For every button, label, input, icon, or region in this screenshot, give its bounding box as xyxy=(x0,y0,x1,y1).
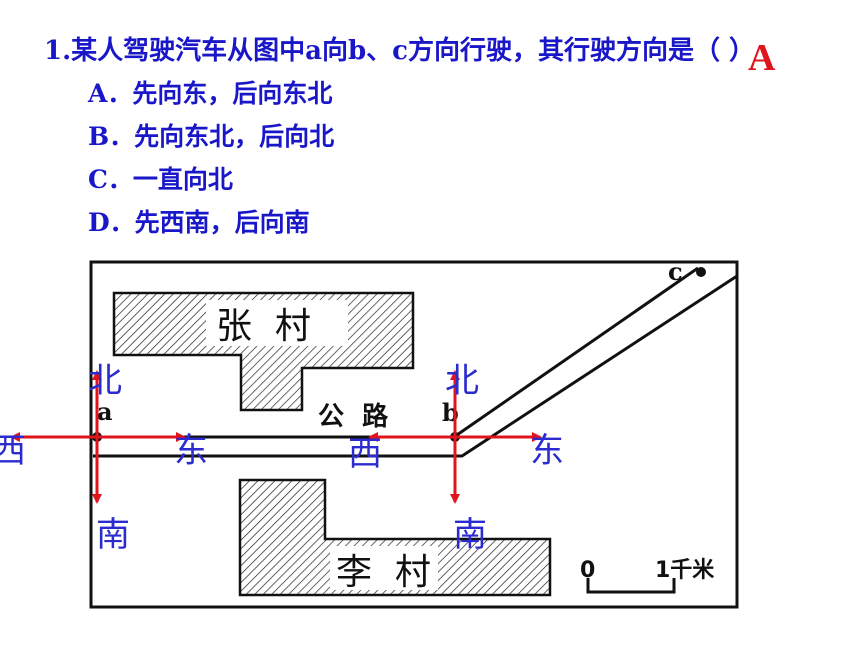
question-text: 1.某人驾驶汽车从图中a向b、c方向行驶，其行驶方向是（ ） xyxy=(44,36,756,66)
compass-b-east-label: 东 xyxy=(530,431,564,471)
option-c[interactable]: C．一直向北 xyxy=(88,165,233,194)
answer-mark: A xyxy=(748,37,776,79)
compass-a-west-label: 西 xyxy=(0,431,26,471)
compass-b xyxy=(368,370,542,504)
scale-end-label: 1千米 xyxy=(655,558,715,583)
compass-b-north-label: 北 xyxy=(445,361,479,401)
point-a-label: a xyxy=(97,397,113,426)
compass-a-north-label: 北 xyxy=(88,361,122,401)
point-c-label: c xyxy=(668,257,683,286)
road-edge-bottom xyxy=(93,274,738,458)
village-zhang-label-bg xyxy=(206,300,348,346)
village-li-label-bg xyxy=(330,546,438,590)
option-d[interactable]: D．先西南，后向南 xyxy=(88,208,310,237)
scale-start-label: 0 xyxy=(580,558,595,583)
option-b[interactable]: B．先向东北，后向北 xyxy=(88,122,335,151)
village-li-label: 李 村 xyxy=(336,552,431,593)
scale-bar xyxy=(586,578,676,594)
compass-a xyxy=(10,370,186,504)
compass-b-south-label: 南 xyxy=(453,515,487,555)
compass-b-west-label: 西 xyxy=(348,434,382,474)
option-a[interactable]: A．先向东，后向东北 xyxy=(88,79,333,108)
village-zhang-label: 张 村 xyxy=(216,306,311,347)
village-li-shape xyxy=(238,478,552,597)
road-label: 公 路 xyxy=(318,401,389,432)
point-c-dot xyxy=(696,267,706,277)
compass-a-east-label: 东 xyxy=(174,431,208,471)
compass-a-south-label: 南 xyxy=(96,515,130,555)
